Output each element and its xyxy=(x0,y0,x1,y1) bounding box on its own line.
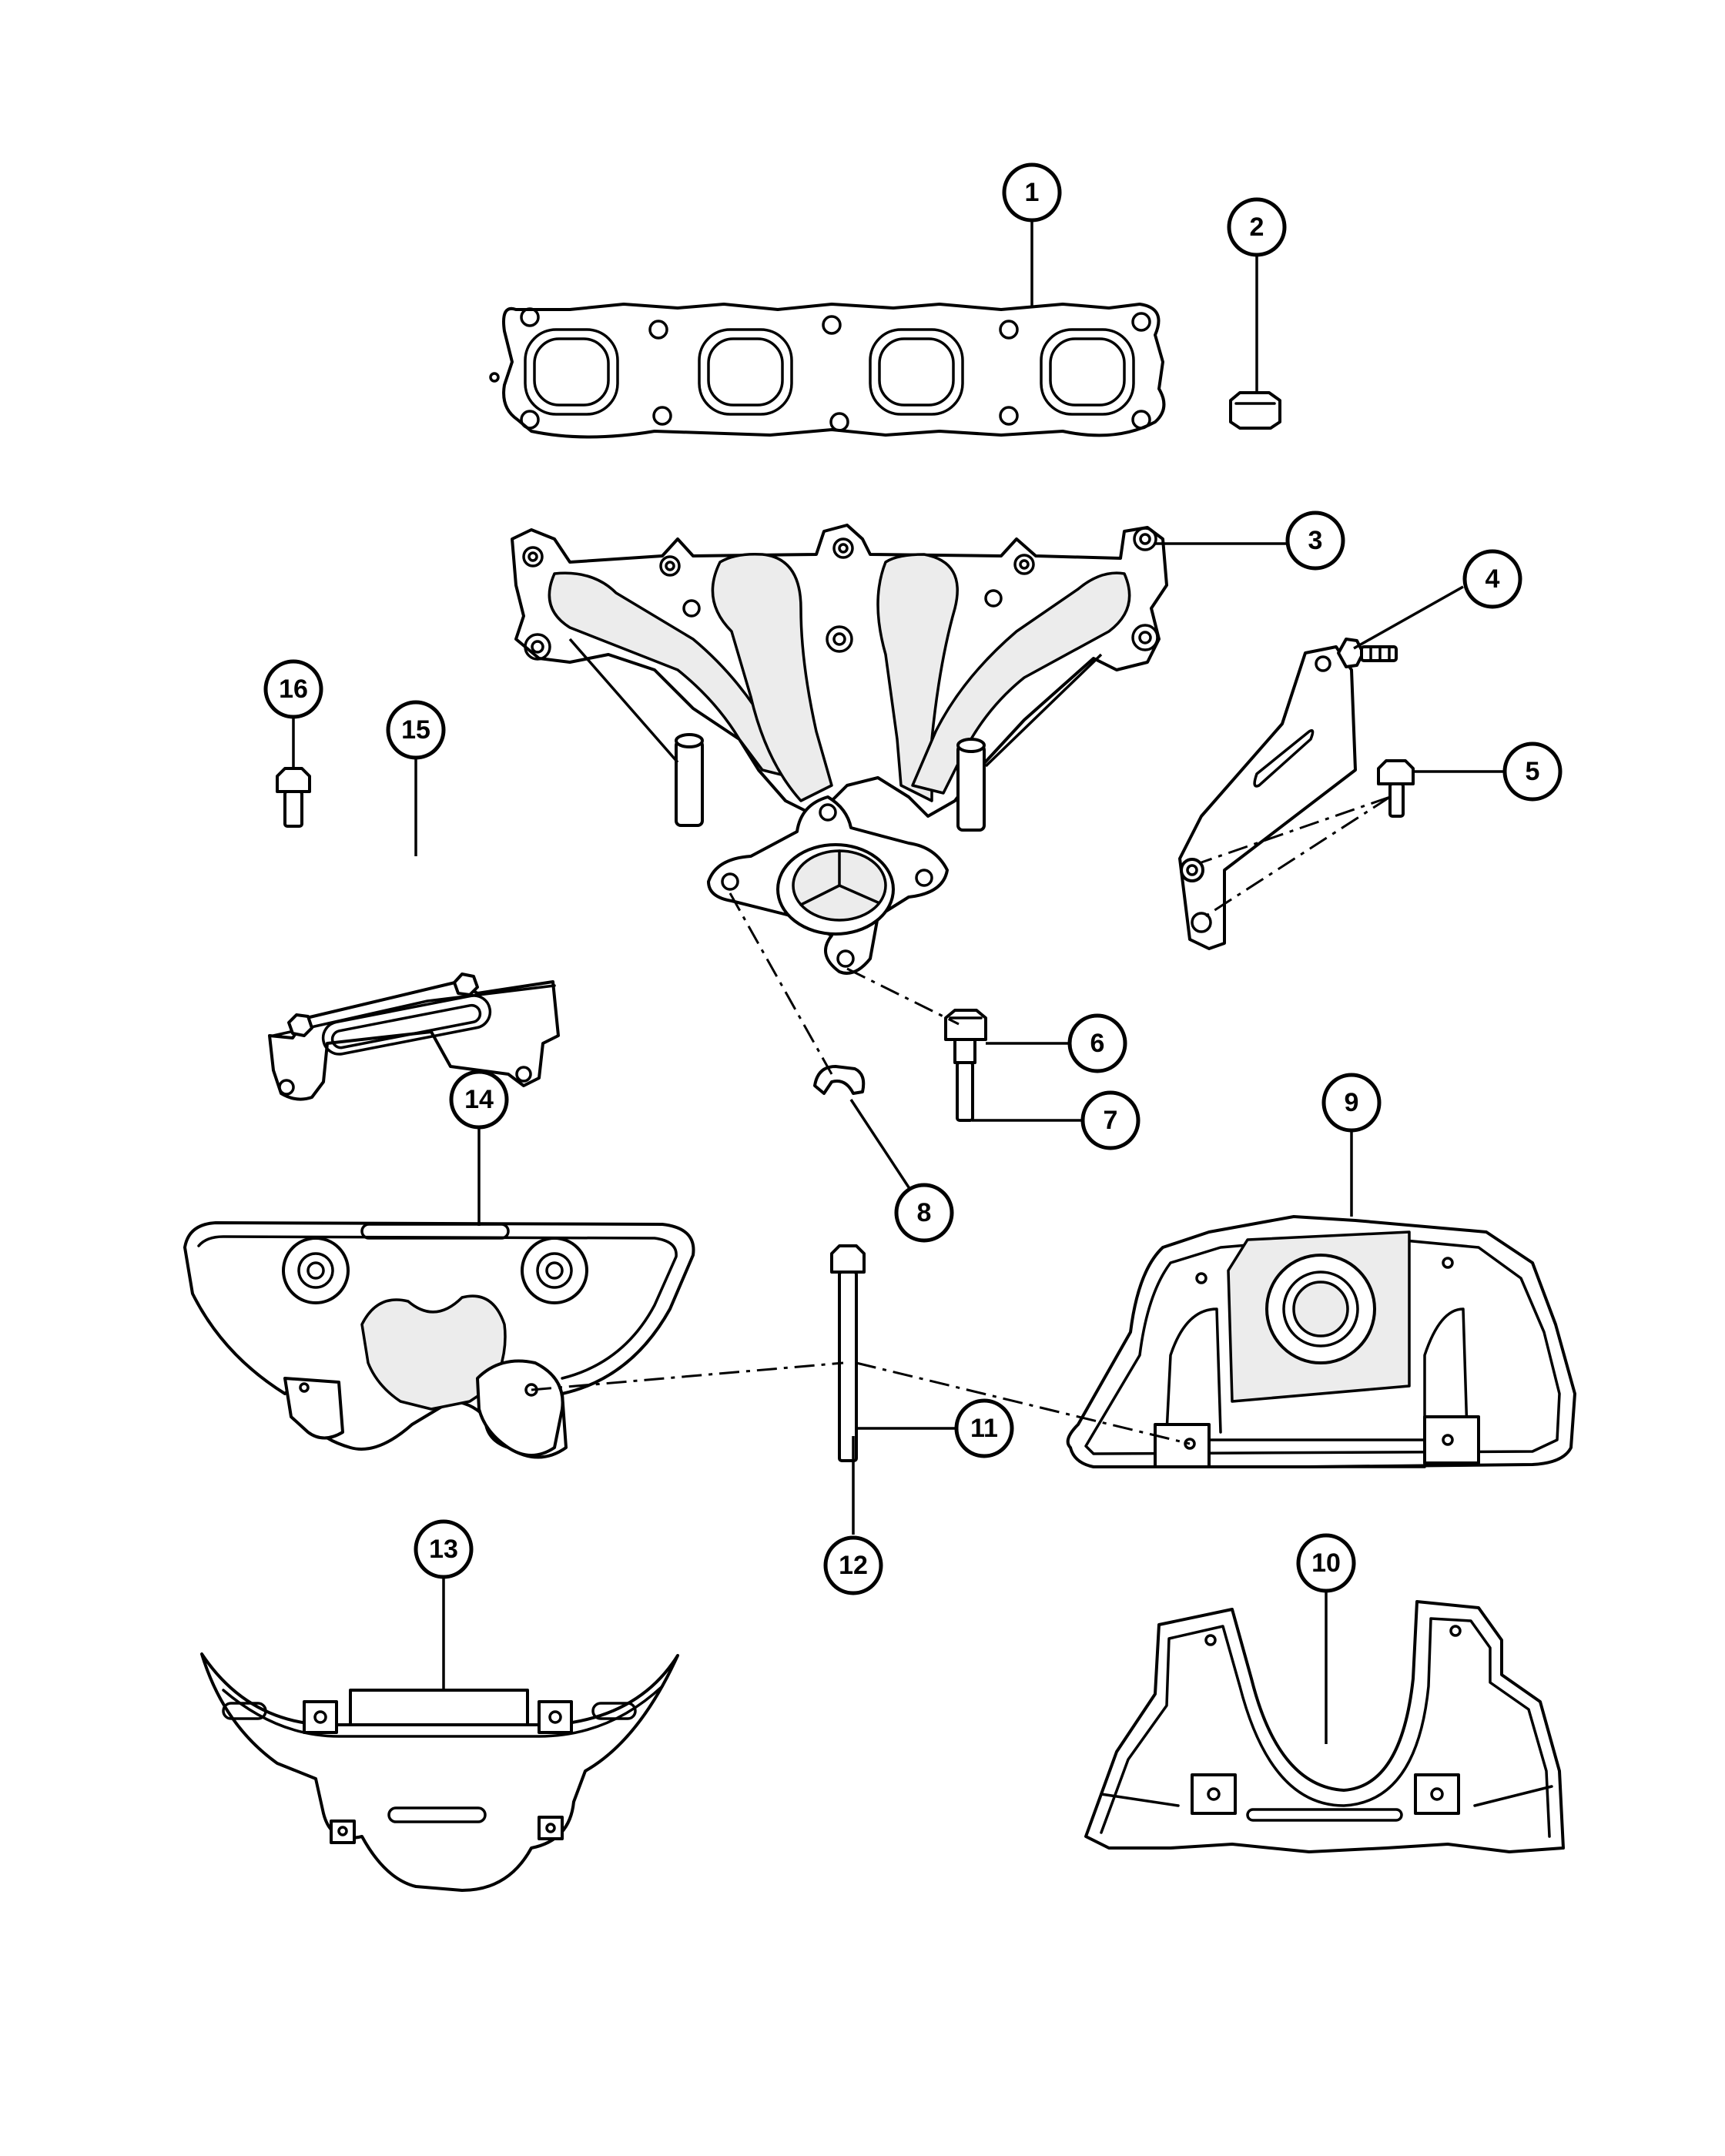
callout-11: 11 xyxy=(954,1398,1014,1458)
exhaust-manifold xyxy=(511,524,1168,975)
callout-13: 13 xyxy=(414,1519,474,1579)
callout-3: 3 xyxy=(1285,511,1345,571)
callout-label: 12 xyxy=(839,1551,868,1580)
callout-14: 14 xyxy=(449,1070,509,1130)
callout-label: 9 xyxy=(1345,1088,1359,1117)
upper-manifold-heat-shield xyxy=(183,1221,695,1459)
callout-label: 2 xyxy=(1250,213,1264,242)
callout-label: 7 xyxy=(1104,1106,1118,1135)
bracket-bolt xyxy=(1377,759,1415,818)
callout-label: 11 xyxy=(970,1414,998,1443)
manifold-gasket xyxy=(489,303,1166,439)
outlet-stud xyxy=(944,1009,987,1122)
callout-9: 9 xyxy=(1321,1073,1382,1133)
callout-label: 13 xyxy=(429,1535,458,1564)
callout-label: 14 xyxy=(464,1085,494,1114)
callout-16: 16 xyxy=(263,659,323,719)
callout-6: 6 xyxy=(1067,1013,1127,1073)
callout-4: 4 xyxy=(1462,549,1522,609)
callout-1: 1 xyxy=(1002,162,1062,223)
stud-nut xyxy=(1229,391,1281,430)
callout-7: 7 xyxy=(1080,1090,1141,1150)
callout-label: 15 xyxy=(401,715,430,745)
manifold-support-bracket xyxy=(1178,638,1398,950)
shield-bolt xyxy=(830,1244,866,1462)
callout-label: 1 xyxy=(1025,178,1040,207)
lower-manifold-heat-shield xyxy=(200,1652,679,1892)
callout-5: 5 xyxy=(1502,742,1563,802)
callout-label: 10 xyxy=(1311,1548,1341,1578)
callout-label: 5 xyxy=(1526,757,1540,786)
callout-label: 4 xyxy=(1486,564,1500,594)
upper-heat-shield xyxy=(1066,1215,1576,1468)
bracket-bolt-small xyxy=(276,767,311,828)
callout-label: 3 xyxy=(1308,526,1323,555)
callout-10: 10 xyxy=(1296,1533,1356,1593)
heat-shield-bracket xyxy=(268,973,560,1101)
callout-12: 12 xyxy=(823,1535,883,1595)
leader-lines xyxy=(292,213,1503,1744)
callout-label: 16 xyxy=(279,675,308,704)
callout-2: 2 xyxy=(1227,197,1287,257)
callout-label: 8 xyxy=(917,1198,932,1227)
callout-label: 6 xyxy=(1090,1029,1105,1058)
lower-heat-shield xyxy=(1084,1600,1565,1853)
callout-15: 15 xyxy=(386,700,446,760)
spring-clip xyxy=(813,1065,866,1095)
callout-8: 8 xyxy=(894,1183,954,1243)
